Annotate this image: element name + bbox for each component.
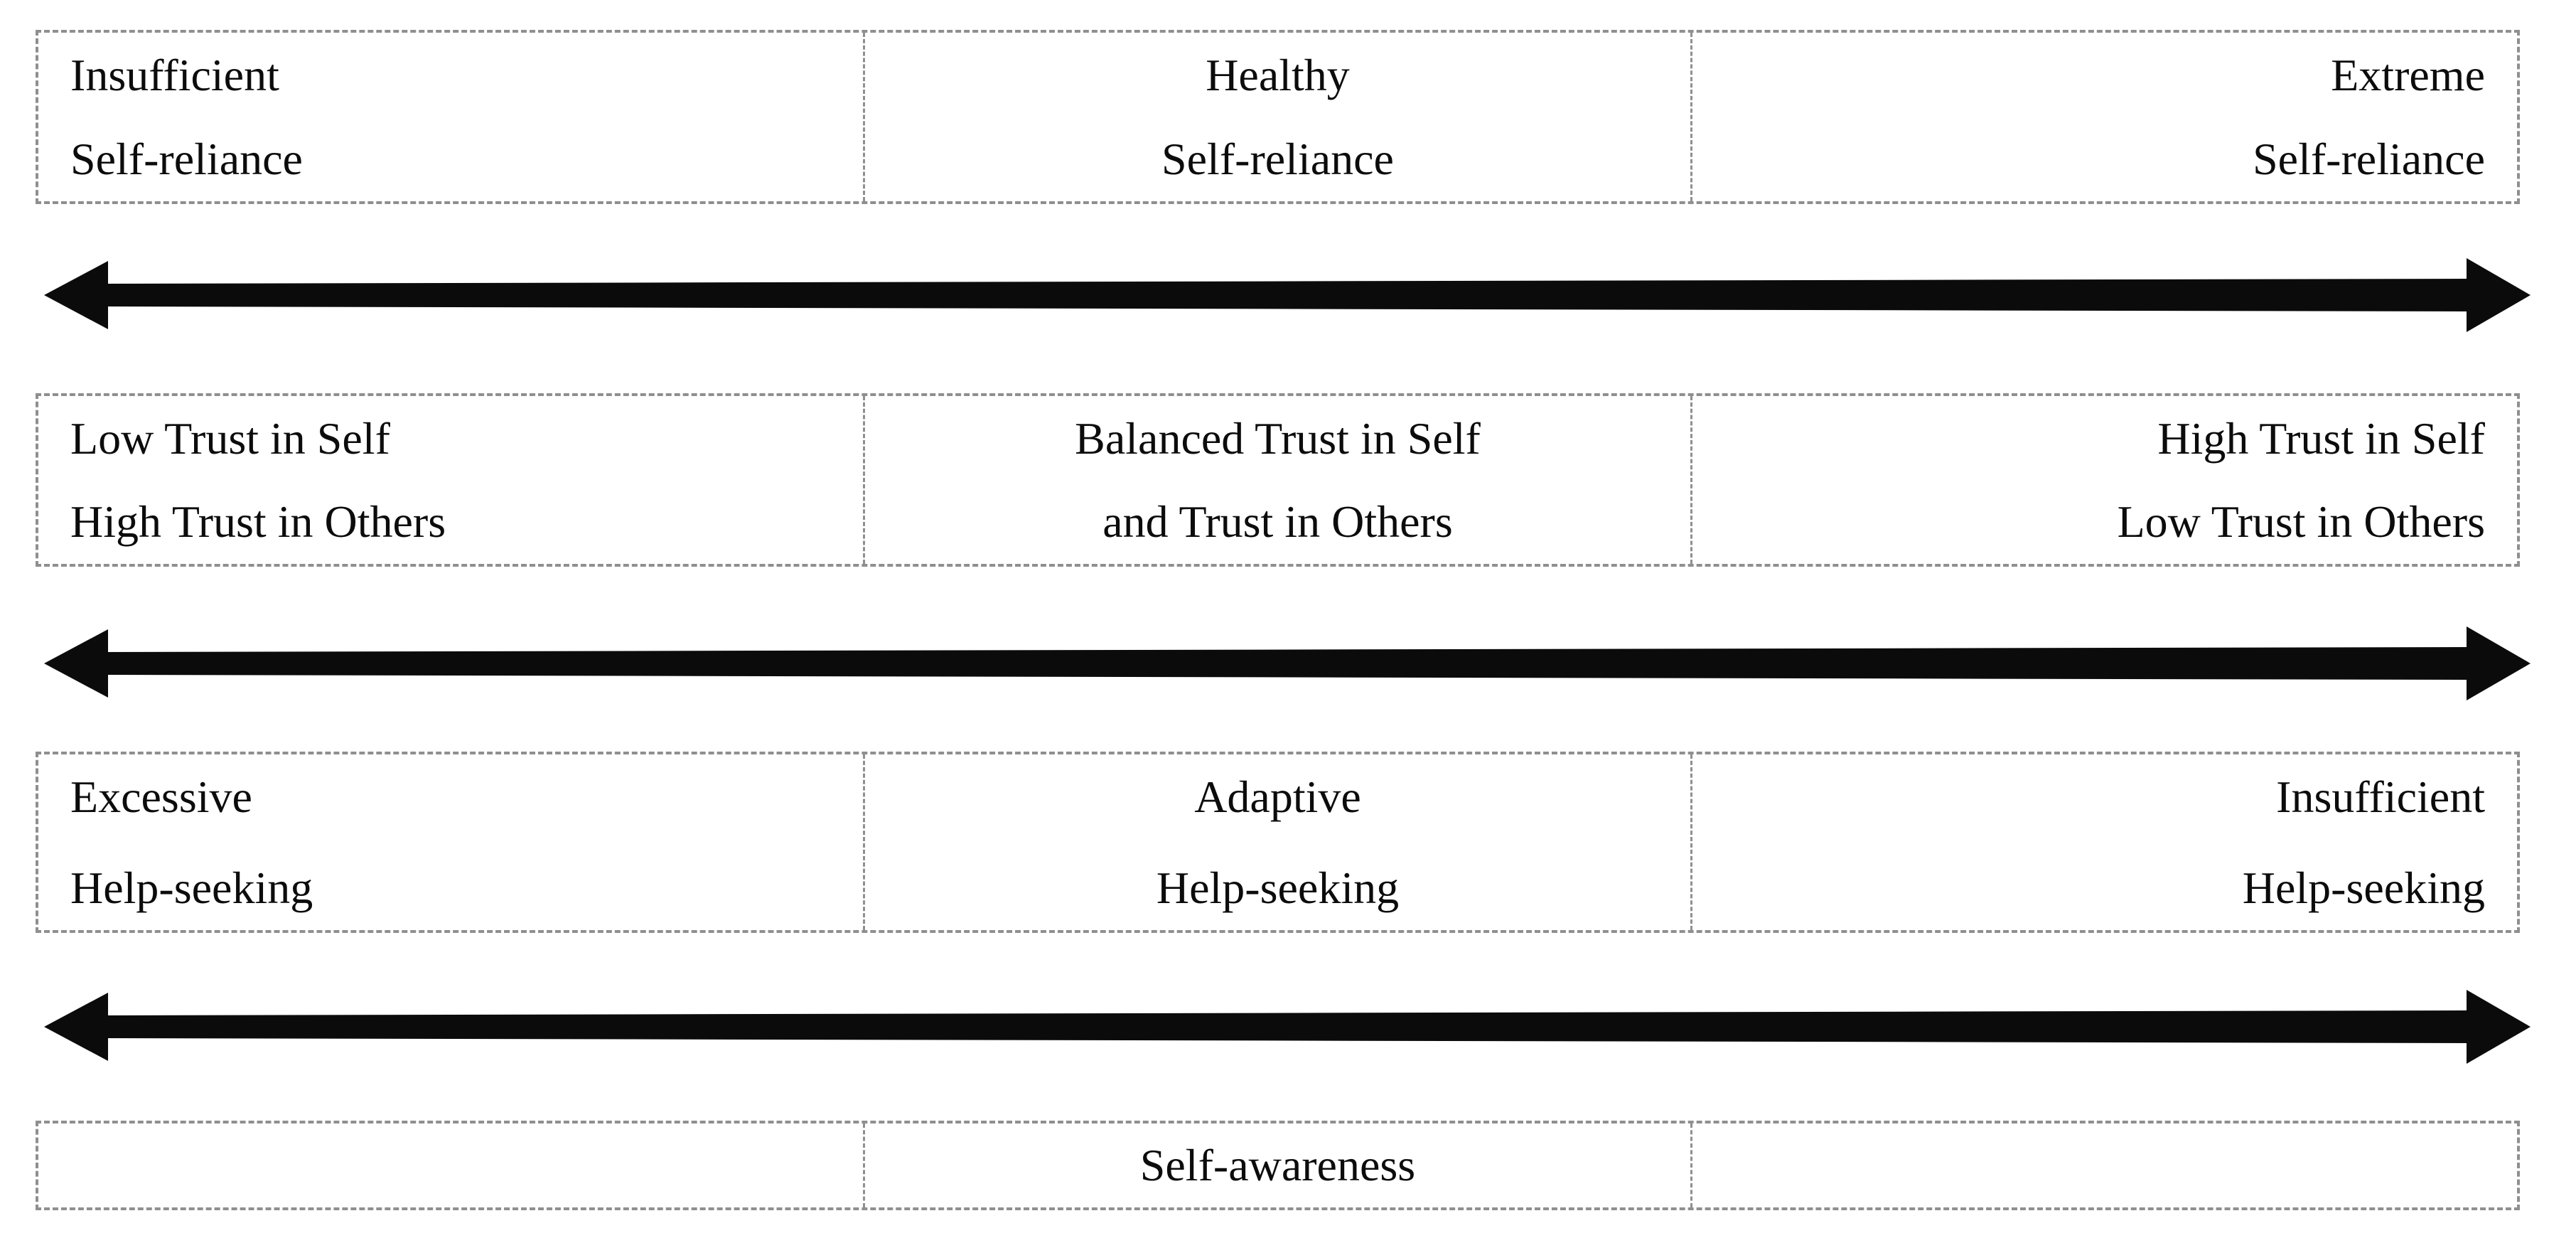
double-headed-arrow-icon [44, 990, 2531, 1064]
help-seeking-cell-right: Insufficient Help-seeking [1690, 754, 2517, 930]
cell-text: Excessive [70, 772, 252, 822]
cell-text: Self-reliance [70, 133, 303, 184]
cell-text: Self-awareness [1139, 1140, 1416, 1191]
self-awareness-cell-left-empty [38, 1123, 863, 1207]
self-awareness-cell-center: Self-awareness [863, 1123, 1690, 1207]
help-seeking-cell-center: Adaptive Help-seeking [863, 754, 1690, 930]
cell-text: Adaptive [1194, 772, 1361, 822]
cell-text: High Trust in Others [70, 496, 446, 547]
cell-text: Help-seeking [2242, 862, 2485, 913]
trust-cell-left: Low Trust in Self High Trust in Others [38, 396, 863, 564]
spectrum-arrow-top [44, 252, 2531, 338]
self-awareness-cell-right-empty [1690, 1123, 2517, 1207]
cell-text: Balanced Trust in Self [1075, 413, 1481, 464]
cell-text: Self-reliance [2253, 133, 2485, 184]
trust-row: Low Trust in Self High Trust in Others B… [36, 393, 2520, 567]
double-headed-arrow-icon [44, 626, 2531, 700]
cell-text: Insufficient [2276, 772, 2485, 822]
cell-text: Insufficient [70, 50, 279, 100]
cell-text: High Trust in Self [2157, 413, 2485, 464]
cell-text: Help-seeking [1156, 862, 1400, 913]
self-awareness-row: Self-awareness [36, 1121, 2520, 1210]
self-reliance-cell-center: Healthy Self-reliance [863, 33, 1690, 201]
trust-cell-center: Balanced Trust in Self and Trust in Othe… [863, 396, 1690, 564]
cell-text: Low Trust in Others [2117, 496, 2485, 547]
trust-cell-right: High Trust in Self Low Trust in Others [1690, 396, 2517, 564]
self-reliance-cell-left: Insufficient Self-reliance [38, 33, 863, 201]
cell-text: Extreme [2331, 50, 2485, 100]
cell-text: Self-reliance [1161, 133, 1394, 184]
help-seeking-cell-left: Excessive Help-seeking [38, 754, 863, 930]
spectrum-arrow-middle [44, 621, 2531, 706]
double-headed-arrow-icon [44, 258, 2531, 332]
cell-text: Low Trust in Self [70, 413, 390, 464]
help-seeking-row: Excessive Help-seeking Adaptive Help-see… [36, 752, 2520, 933]
cell-text: and Trust in Others [1102, 496, 1453, 547]
cell-text: Help-seeking [70, 862, 313, 913]
spectrum-arrow-bottom [44, 984, 2531, 1069]
self-reliance-cell-right: Extreme Self-reliance [1690, 33, 2517, 201]
self-reliance-row: Insufficient Self-reliance Healthy Self-… [36, 30, 2520, 204]
cell-text: Healthy [1206, 50, 1350, 100]
